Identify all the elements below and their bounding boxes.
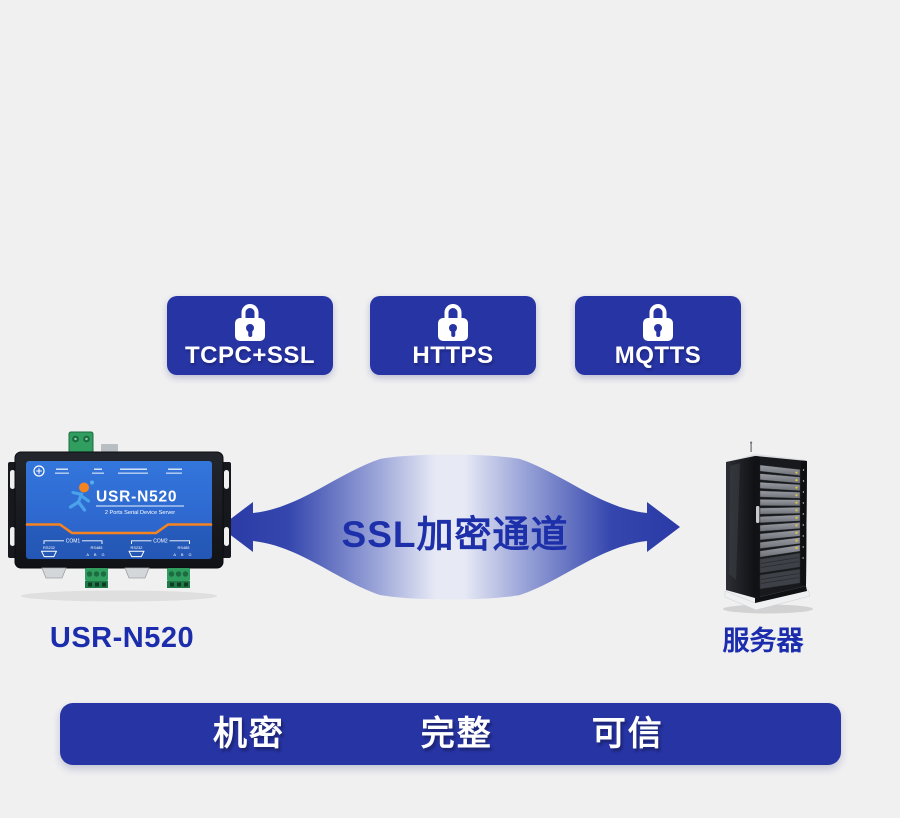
- com2-group: COM2 RS232 RS485 A B G: [128, 539, 193, 558]
- badge-mqtts: MQTTS: [575, 296, 741, 375]
- ssl-channel-label: SSL加密通道: [341, 514, 569, 555]
- abg-label: A B G: [86, 552, 106, 557]
- rail-screws: [802, 469, 805, 559]
- feature-confidential: 机密: [213, 715, 285, 753]
- power-mark-icon: [33, 465, 45, 477]
- top-connector-stub: [101, 444, 118, 452]
- panel-title-rule: [96, 505, 184, 507]
- double-arrow-shape: [220, 454, 680, 600]
- com2-label: COM2: [153, 539, 168, 545]
- feature-integrity: 完整: [420, 715, 493, 753]
- db9-outline: [128, 550, 145, 558]
- badge-https: HTTPS: [370, 296, 536, 375]
- brand-logo: [68, 480, 94, 512]
- server-slats: [759, 464, 801, 558]
- slat-leds: [795, 471, 798, 550]
- front-left-rail: [755, 456, 760, 598]
- com1-bracket: [43, 540, 103, 544]
- badge-label: HTTPS: [412, 342, 494, 369]
- panel-title: USR-N520: [96, 489, 177, 506]
- rs485-label: RS485: [91, 545, 103, 550]
- vented-units: [759, 552, 801, 590]
- lock-icon: [643, 304, 673, 341]
- badge-label: MQTTS: [614, 342, 702, 369]
- bottom-connectors: [41, 567, 190, 588]
- server-illustration: [720, 440, 820, 615]
- feature-trusted: 可信: [591, 715, 664, 753]
- silkscreen-marks: [55, 468, 182, 474]
- rs232-label: RS232: [43, 545, 55, 550]
- device-caption: USR-N520: [49, 622, 195, 654]
- orange-accent-line: [25, 523, 213, 535]
- panel-subtitle: 2 Ports Serial Device Server: [105, 510, 175, 516]
- com2-bracket: [131, 540, 190, 544]
- ssl-channel-arrow: [220, 452, 680, 602]
- abg-label: A B G: [173, 552, 193, 557]
- server-shadow: [723, 604, 813, 614]
- db9-outline: [41, 550, 57, 558]
- badge-label: TCPC+SSL: [184, 342, 316, 369]
- com1-group: COM1 RS232 RS485 A B G: [41, 539, 106, 558]
- badge-tcpc-ssl: TCPC+SSL: [167, 296, 333, 375]
- door-handle: [756, 506, 760, 523]
- device-illustration: USR-N520 2 Ports Serial Device Server CO…: [8, 428, 238, 618]
- server-caption: 服务器: [722, 626, 804, 656]
- lock-icon: [438, 304, 468, 341]
- device-panel: [26, 461, 212, 559]
- lock-icon: [235, 304, 265, 341]
- antenna: [750, 443, 752, 452]
- side-reflection: [729, 463, 740, 580]
- terminal-block-top: [68, 431, 94, 454]
- features-bar: 机密 完整 可信: [60, 703, 841, 765]
- com1-label: COM1: [66, 539, 81, 545]
- cabinet-bottom-band: [755, 586, 807, 603]
- rs232-label: RS232: [131, 545, 143, 550]
- rs485-label: RS485: [178, 545, 190, 550]
- device-shadow: [21, 590, 217, 602]
- front-right-rail: [800, 460, 807, 586]
